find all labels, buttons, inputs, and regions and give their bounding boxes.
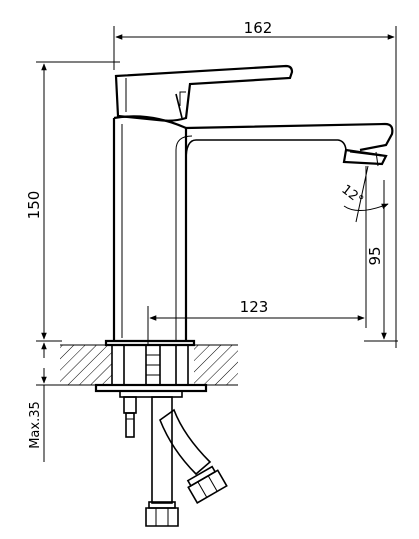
- dim-total-width: 162: [113, 19, 397, 128]
- dim-height: 150: [25, 61, 120, 342]
- dim-spout-angle: 12°: [338, 165, 389, 224]
- supply-hoses: [145, 396, 228, 527]
- dim-height-label: 150: [25, 191, 43, 220]
- dim-deck-thickness-label: Max.35: [28, 401, 43, 449]
- deck-section: [60, 339, 238, 398]
- dim-spout-height: 95: [364, 128, 398, 348]
- mounting-rod: [123, 396, 137, 438]
- dim-spout-height-label: 95: [366, 246, 384, 265]
- dim-deck-thickness: Max.35: [28, 342, 62, 462]
- dim-spout-angle-label: 12°: [338, 182, 365, 208]
- dim-spout-reach: 123: [147, 168, 367, 345]
- dim-spout-reach-label: 123: [240, 298, 269, 316]
- faucet-handle: [114, 64, 294, 122]
- dim-total-width-label: 162: [244, 19, 273, 37]
